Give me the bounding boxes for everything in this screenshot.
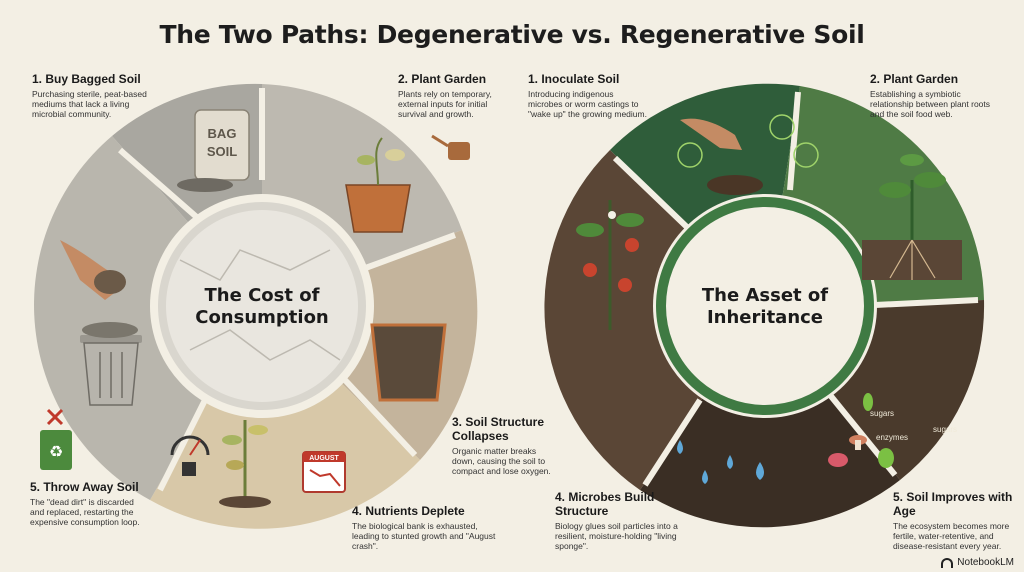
right-step-1: 1. Inoculate Soil Introducing indigenous… bbox=[528, 72, 648, 119]
label-sugars-1: sugars bbox=[870, 409, 894, 418]
left-center-title: The Cost of Consumption bbox=[195, 285, 329, 328]
left-step-4: 4. Nutrients Deplete The biological bank… bbox=[352, 504, 502, 551]
right-wheel bbox=[544, 83, 985, 528]
microbe-icon bbox=[828, 393, 894, 468]
hands-icon bbox=[60, 240, 126, 300]
left-step-5: 5. Throw Away Soil The "dead dirt" is di… bbox=[30, 480, 150, 527]
brand-label: NotebookLM bbox=[957, 557, 1014, 568]
calendar-icon bbox=[302, 451, 346, 493]
water-drops-icon bbox=[677, 440, 764, 484]
gauge-icon bbox=[170, 435, 210, 476]
calendar-label: AUGUST bbox=[309, 455, 339, 462]
mushroom-icon bbox=[849, 435, 867, 450]
right-step-2: 2. Plant Garden Establishing a symbiotic… bbox=[870, 72, 995, 119]
left-step-2-text: Plants rely on temporary, external input… bbox=[398, 89, 492, 119]
left-step-3-title: 3. Soil Structure Collapses bbox=[452, 415, 545, 443]
right-step-5-text: The ecosystem becomes more fertile, wate… bbox=[893, 521, 1010, 551]
x-mark-icon bbox=[46, 408, 64, 426]
collapsed-pot-icon bbox=[370, 323, 447, 402]
right-step-1-text: Introducing indigenous microbes or worm … bbox=[528, 89, 647, 119]
svg-text:♻: ♻ bbox=[49, 442, 63, 461]
right-step-1-title: 1. Inoculate Soil bbox=[528, 72, 620, 86]
right-step-4-text: Biology glues soil particles into a resi… bbox=[555, 521, 678, 551]
right-center-title: The Asset of Inheritance bbox=[701, 285, 829, 328]
left-step-5-text: The "dead dirt" is discarded and replace… bbox=[30, 497, 140, 527]
page-title: The Two Paths: Degenerative vs. Regenera… bbox=[159, 20, 865, 49]
left-step-1-text: Purchasing sterile, peat-based mediums t… bbox=[32, 89, 147, 119]
seedling-icon bbox=[862, 154, 962, 280]
inoculate-hand-icon bbox=[677, 114, 819, 195]
brand-badge: NotebookLM bbox=[941, 557, 1014, 568]
bag-label-1: BAG bbox=[208, 126, 237, 141]
left-segment-4 bbox=[150, 306, 420, 529]
left-step-1: 1. Buy Bagged Soil Purchasing sterile, p… bbox=[32, 72, 162, 119]
left-step-4-text: The biological bank is exhausted, leadin… bbox=[352, 521, 496, 551]
bag-label-2: SOIL bbox=[207, 144, 237, 159]
wilting-plant-icon bbox=[219, 420, 271, 508]
right-step-5: 5. Soil Improves with Age The ecosystem … bbox=[893, 490, 1018, 551]
right-step-4: 4. Microbes Build Structure Biology glue… bbox=[555, 490, 700, 551]
tomato-plant-icon bbox=[576, 200, 644, 330]
right-step-5-title: 5. Soil Improves with Age bbox=[893, 490, 1013, 518]
right-step-2-text: Establishing a symbiotic relationship be… bbox=[870, 89, 991, 119]
left-step-5-title: 5. Throw Away Soil bbox=[30, 480, 139, 494]
left-segment-5 bbox=[34, 136, 262, 500]
left-step-3-text: Organic matter breaks down, causing the … bbox=[452, 446, 551, 476]
right-step-4-title: 4. Microbes Build Structure bbox=[555, 490, 655, 518]
left-step-1-title: 1. Buy Bagged Soil bbox=[32, 72, 141, 86]
notebooklm-logo-icon bbox=[941, 557, 954, 568]
label-sugars-2: sugars bbox=[933, 425, 957, 434]
label-enzymes: enzymes bbox=[876, 433, 908, 442]
left-step-2-title: 2. Plant Garden bbox=[398, 72, 487, 86]
left-step-3: 3. Soil Structure Collapses Organic matt… bbox=[452, 415, 557, 476]
right-step-2-title: 2. Plant Garden bbox=[870, 72, 959, 86]
left-step-2: 2. Plant Garden Plants rely on temporary… bbox=[398, 72, 510, 119]
recycle-bin-icon: ♻ bbox=[40, 430, 72, 470]
bag-icon bbox=[177, 109, 250, 192]
pot-plant-icon bbox=[345, 137, 411, 233]
watering-can-icon bbox=[431, 134, 470, 160]
left-step-4-title: 4. Nutrients Deplete bbox=[352, 504, 465, 518]
trash-can-icon bbox=[80, 322, 142, 406]
